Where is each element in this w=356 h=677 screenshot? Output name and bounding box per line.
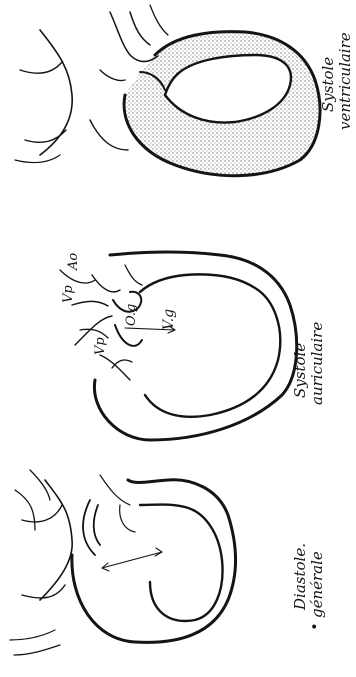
ventricle-inner-wall	[140, 505, 223, 621]
svg-text:Systole: Systole	[319, 57, 337, 112]
svg-text:générale: générale	[308, 551, 326, 618]
panel-systole-auriculaire: Ao Vp Vp O.g V.g Systole auriculaire	[60, 252, 326, 440]
label-aorta: Ao	[66, 253, 81, 271]
systole-ventriculaire-caption-line1: Systole	[319, 57, 337, 112]
diastole-caption-line1: Diastole.	[291, 543, 309, 611]
systole-auriculaire-caption-line2: auriculaire	[308, 322, 326, 405]
label-pulmonary-valve-upper: Vp	[61, 285, 76, 303]
label-pulmonary-valve-lower: Vp	[93, 337, 108, 355]
svg-text:Systole: Systole	[291, 343, 309, 398]
diastole-caption-line2: générale	[308, 551, 326, 618]
svg-text:auriculaire: auriculaire	[308, 322, 326, 405]
flow-arrow	[102, 548, 162, 571]
label-left-atrium: O.g	[124, 304, 139, 326]
label-left-ventricle: V.g	[161, 309, 177, 330]
ventricle-outer-wall	[94, 252, 296, 440]
diastole-bullet: •	[310, 620, 318, 636]
systole-auriculaire-caption-line1: Systole	[291, 343, 309, 398]
ventricle-inner-wall	[140, 274, 280, 416]
panel-diastole: Diastole. générale •	[10, 470, 326, 655]
svg-text:Diastole.: Diastole.	[291, 543, 309, 611]
panel-systole-ventriculaire: Systole ventriculaire	[15, 5, 354, 176]
svg-text:ventriculaire: ventriculaire	[336, 32, 354, 130]
systole-ventriculaire-caption-line2: ventriculaire	[336, 32, 354, 130]
